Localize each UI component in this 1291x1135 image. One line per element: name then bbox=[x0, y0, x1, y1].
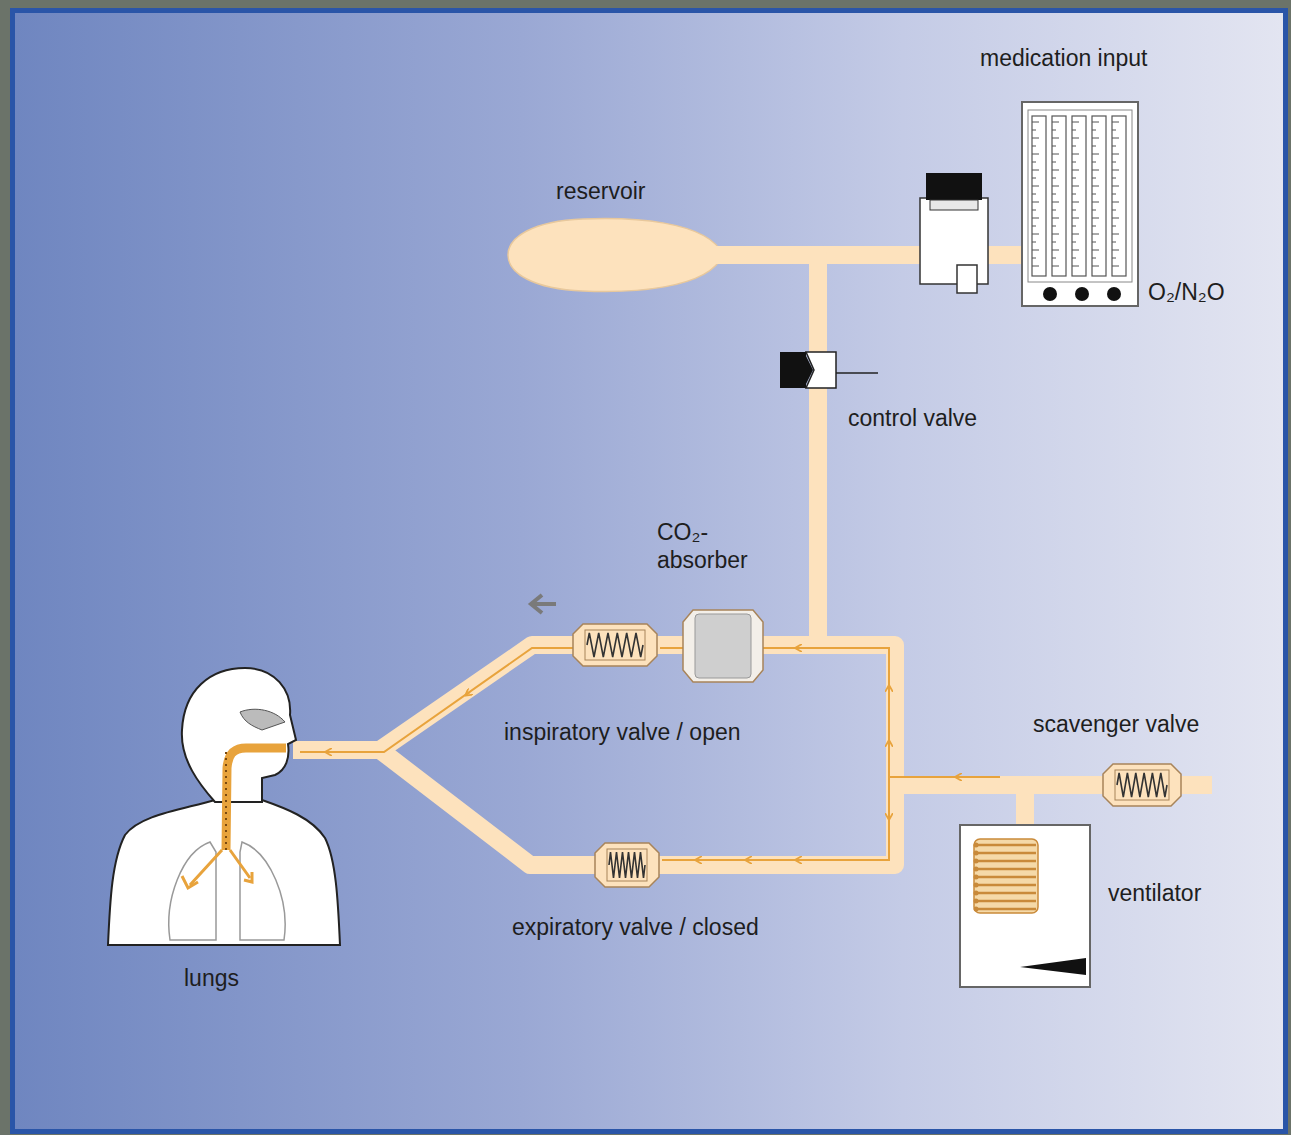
valve-label: inspiratory valve / open bbox=[504, 718, 741, 746]
patient-figure: lungs bbox=[108, 662, 293, 946]
reservoir-bag-shape bbox=[508, 215, 763, 295]
tube-body bbox=[763, 255, 818, 352]
inspiratory-valve-shape bbox=[573, 624, 657, 666]
breathing-tube bbox=[293, 750, 595, 865]
lungs-label: lungs bbox=[184, 964, 239, 992]
scavenger-valve: scavenger valve bbox=[1103, 764, 1181, 806]
valve-label: control valve bbox=[848, 404, 977, 432]
direction-arrow bbox=[531, 595, 556, 613]
gas-flow-line bbox=[300, 648, 1000, 860]
inspiratory-valve: inspiratory valve / open bbox=[573, 624, 657, 666]
outlet-tube bbox=[1178, 776, 1212, 794]
flowmeter-panel-shape bbox=[1022, 102, 1138, 306]
expiratory-valve: expiratory valve / closed bbox=[595, 843, 659, 887]
breathing-tube bbox=[1025, 785, 1103, 825]
ventilator-label: ventilator bbox=[1108, 879, 1201, 907]
ventilator-unit-shape bbox=[960, 825, 1090, 987]
reservoir-bag: reservoir bbox=[508, 215, 763, 295]
tube-body bbox=[657, 636, 683, 654]
co2-absorber: CO₂- absorber bbox=[683, 610, 763, 682]
co2-absorber-shape bbox=[683, 610, 763, 682]
valve-label: scavenger valve bbox=[1033, 710, 1199, 738]
breathing-tube bbox=[657, 645, 683, 646]
breathing-tube bbox=[763, 255, 818, 352]
tube-body bbox=[763, 388, 818, 645]
reservoir-label: reservoir bbox=[556, 177, 645, 205]
gas-label: O₂/N₂O bbox=[1148, 278, 1225, 306]
breathing-tube bbox=[763, 388, 818, 645]
expiratory-valve-shape bbox=[595, 843, 659, 887]
vaporizer bbox=[920, 173, 988, 293]
tube-body bbox=[1025, 785, 1103, 825]
flowmeter-heading: medication input bbox=[980, 44, 1148, 72]
flowmeter-panel: medication inputO₂/N₂O bbox=[1022, 102, 1138, 306]
scavenger-valve-shape bbox=[1103, 764, 1181, 806]
patient-figure-shape bbox=[108, 662, 293, 946]
absorber-label: CO₂- absorber bbox=[657, 518, 769, 574]
control-valve: control valve bbox=[780, 352, 836, 388]
control-valve-shape bbox=[780, 352, 836, 388]
valve-label: expiratory valve / closed bbox=[512, 913, 759, 941]
ventilator-unit: ventilator bbox=[960, 825, 1090, 987]
tube-body bbox=[293, 750, 595, 865]
